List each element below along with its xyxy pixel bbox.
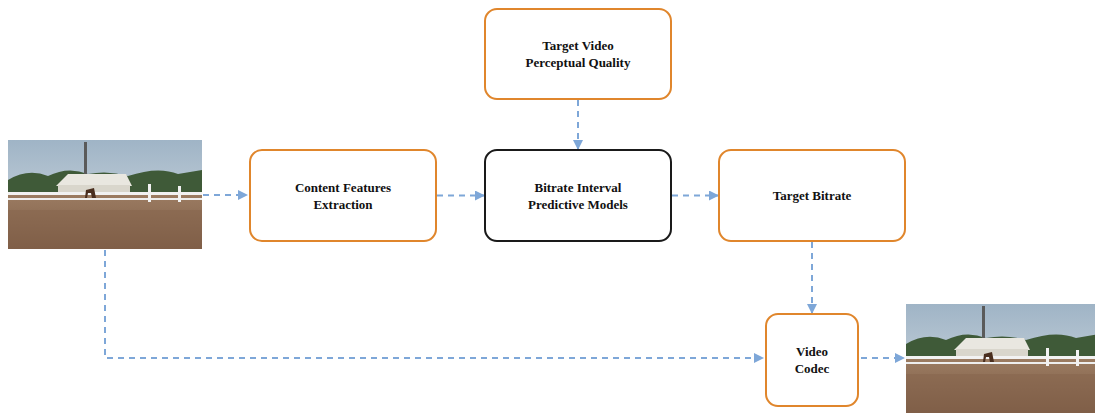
- box-label: Target Video Perceptual Quality: [513, 37, 643, 71]
- target-quality-box: Target Video Perceptual Quality: [484, 8, 672, 100]
- output-video-frame: [906, 304, 1095, 413]
- flow-arrow: [672, 195, 718, 197]
- box-label: Target Bitrate: [773, 187, 852, 204]
- output-arrow: [861, 357, 904, 359]
- target-bitrate-box: Target Bitrate: [718, 149, 906, 242]
- box-label: Video Codec: [786, 343, 838, 377]
- box-label: Bitrate Interval Predictive Models: [513, 179, 643, 213]
- feature-extraction-box: Content Features Extraction: [249, 149, 437, 242]
- input-video-frame: [8, 140, 202, 249]
- flow-arrow: [437, 195, 484, 197]
- box-label: Content Features Extraction: [278, 179, 408, 213]
- video-codec-box: Video Codec: [765, 313, 859, 407]
- flow-arrow: [577, 100, 579, 149]
- predictive-model-box: Bitrate Interval Predictive Models: [484, 149, 672, 242]
- input-arrow: [203, 194, 247, 196]
- flow-arrow: [811, 242, 813, 313]
- bypass-arrow: [105, 250, 763, 358]
